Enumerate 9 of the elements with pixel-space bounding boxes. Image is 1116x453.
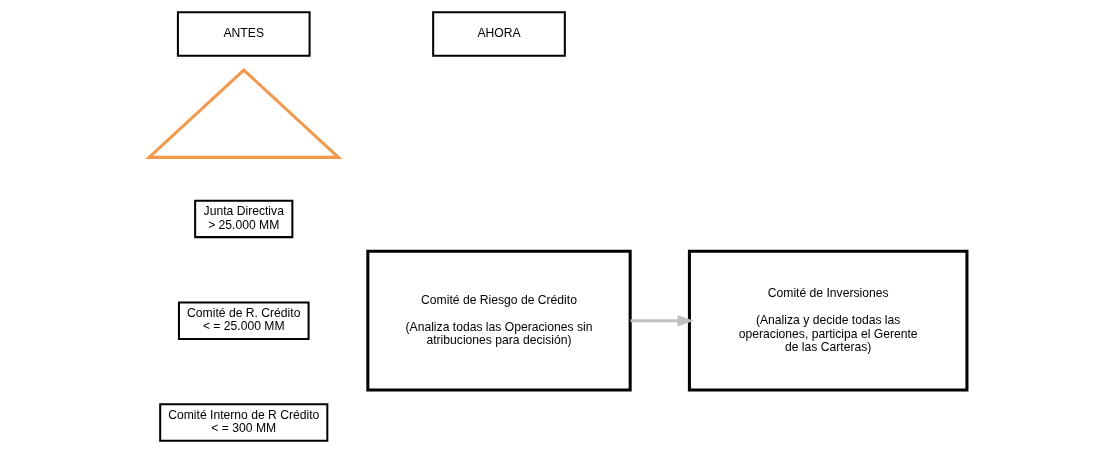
node-box: AHORA — [432, 11, 566, 57]
node-box: Comité de Inversiones (Analiza y decide todas las operaciones, participa el Gerente de las Carteras) — [687, 249, 969, 392]
node-triangle — [145, 67, 343, 159]
node-box: Comité de R. Crédito < = 25.000 MM — [177, 301, 310, 340]
node-box: Junta Directiva > 25.000 MM — [194, 199, 294, 239]
arrow — [630, 315, 694, 327]
node-box: Comité de Riesgo de Crédito (Analiza todas las Operaciones sin atribuciones para decisión) — [366, 249, 632, 392]
node-box: Comité Interno de R Crédito < = 300 MM — [159, 403, 329, 442]
node-box: ANTES — [176, 11, 311, 57]
